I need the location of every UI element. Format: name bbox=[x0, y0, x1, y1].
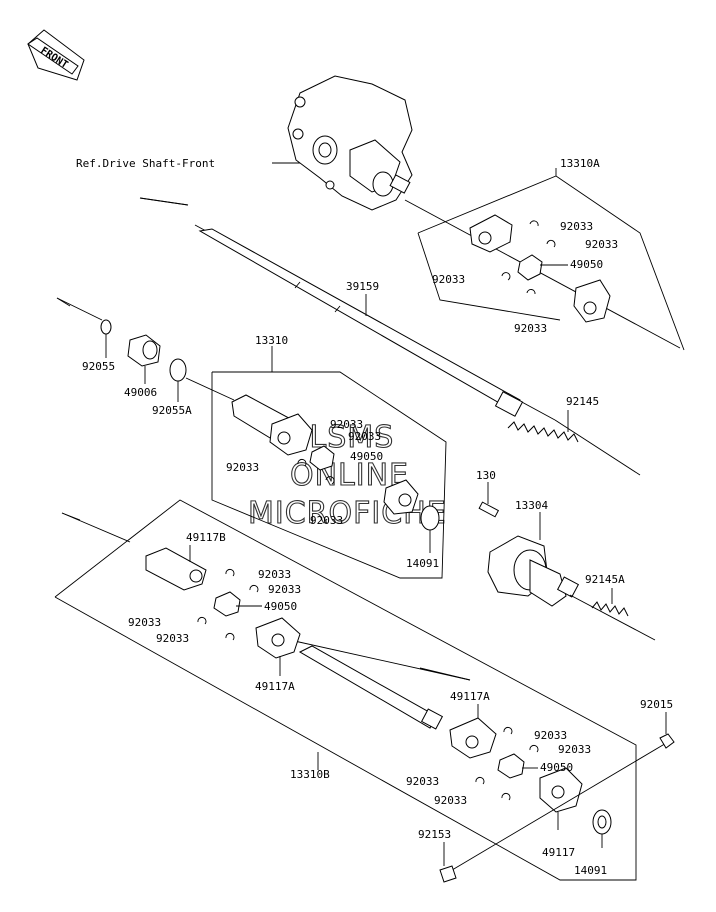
part-label-92033: 92033 bbox=[534, 729, 567, 742]
part-label-92055: 92055 bbox=[82, 360, 115, 373]
part-label-92033: 92033 bbox=[348, 430, 381, 443]
part-label-49050: 49050 bbox=[570, 258, 603, 271]
ref-drive-shaft-front-label: Ref.Drive Shaft-Front bbox=[76, 157, 215, 170]
part-label-49117: 49117 bbox=[542, 846, 575, 859]
part-label-92145: 92145 bbox=[566, 395, 599, 408]
part-label-49006: 49006 bbox=[124, 386, 157, 399]
part-label-92033: 92033 bbox=[434, 794, 467, 807]
front-direction-badge: FRONT bbox=[27, 29, 85, 81]
group-13310B bbox=[54, 499, 637, 881]
part-label-49050: 49050 bbox=[540, 761, 573, 774]
part-label-92033: 92033 bbox=[406, 775, 439, 788]
lower-yoke-assembly bbox=[439, 704, 675, 883]
part-label-13310: 13310 bbox=[255, 334, 288, 347]
part-label-49117A: 49117A bbox=[255, 680, 295, 693]
spring-92145A bbox=[569, 588, 656, 641]
part-label-49117B: 49117B bbox=[186, 531, 226, 544]
spring-92145 bbox=[507, 410, 641, 476]
part-label-92033: 92033 bbox=[558, 743, 591, 756]
part-label-92033: 92033 bbox=[258, 568, 291, 581]
part-label-92033: 92033 bbox=[310, 514, 343, 527]
part-label-130: 130 bbox=[476, 469, 496, 482]
part-label-14091: 14091 bbox=[574, 864, 607, 877]
bearing-housing-13304 bbox=[478, 482, 580, 607]
part-label-92033: 92033 bbox=[514, 322, 547, 335]
seal-parts-left bbox=[56, 297, 235, 402]
part-label-92033: 92033 bbox=[432, 273, 465, 286]
part-label-39159: 39159 bbox=[346, 280, 379, 293]
part-label-92033: 92033 bbox=[330, 418, 363, 431]
group-13310 bbox=[211, 346, 447, 579]
part-label-92033: 92033 bbox=[268, 583, 301, 596]
part-label-49117A: 49117A bbox=[450, 690, 490, 703]
final-gear-case bbox=[287, 75, 413, 211]
part-label-92145A: 92145A bbox=[585, 573, 625, 586]
watermark-line-3: MICROFICHE bbox=[248, 496, 447, 531]
part-label-92033: 92033 bbox=[585, 238, 618, 251]
part-label-13310A: 13310A bbox=[560, 157, 600, 170]
part-label-13304: 13304 bbox=[515, 499, 548, 512]
part-label-14091: 14091 bbox=[406, 557, 439, 570]
part-label-49050: 49050 bbox=[350, 450, 383, 463]
part-label-13310B: 13310B bbox=[290, 768, 330, 781]
part-label-92015: 92015 bbox=[640, 698, 673, 711]
part-label-92153: 92153 bbox=[418, 828, 451, 841]
part-label-92033: 92033 bbox=[226, 461, 259, 474]
part-label-49050: 49050 bbox=[264, 600, 297, 613]
part-label-92033: 92033 bbox=[560, 220, 593, 233]
part-label-92033: 92033 bbox=[128, 616, 161, 629]
part-label-92055A: 92055A bbox=[152, 404, 192, 417]
part-label-92033: 92033 bbox=[156, 632, 189, 645]
propeller-shaft-39159 bbox=[139, 197, 556, 421]
group-13310A bbox=[404, 168, 685, 351]
